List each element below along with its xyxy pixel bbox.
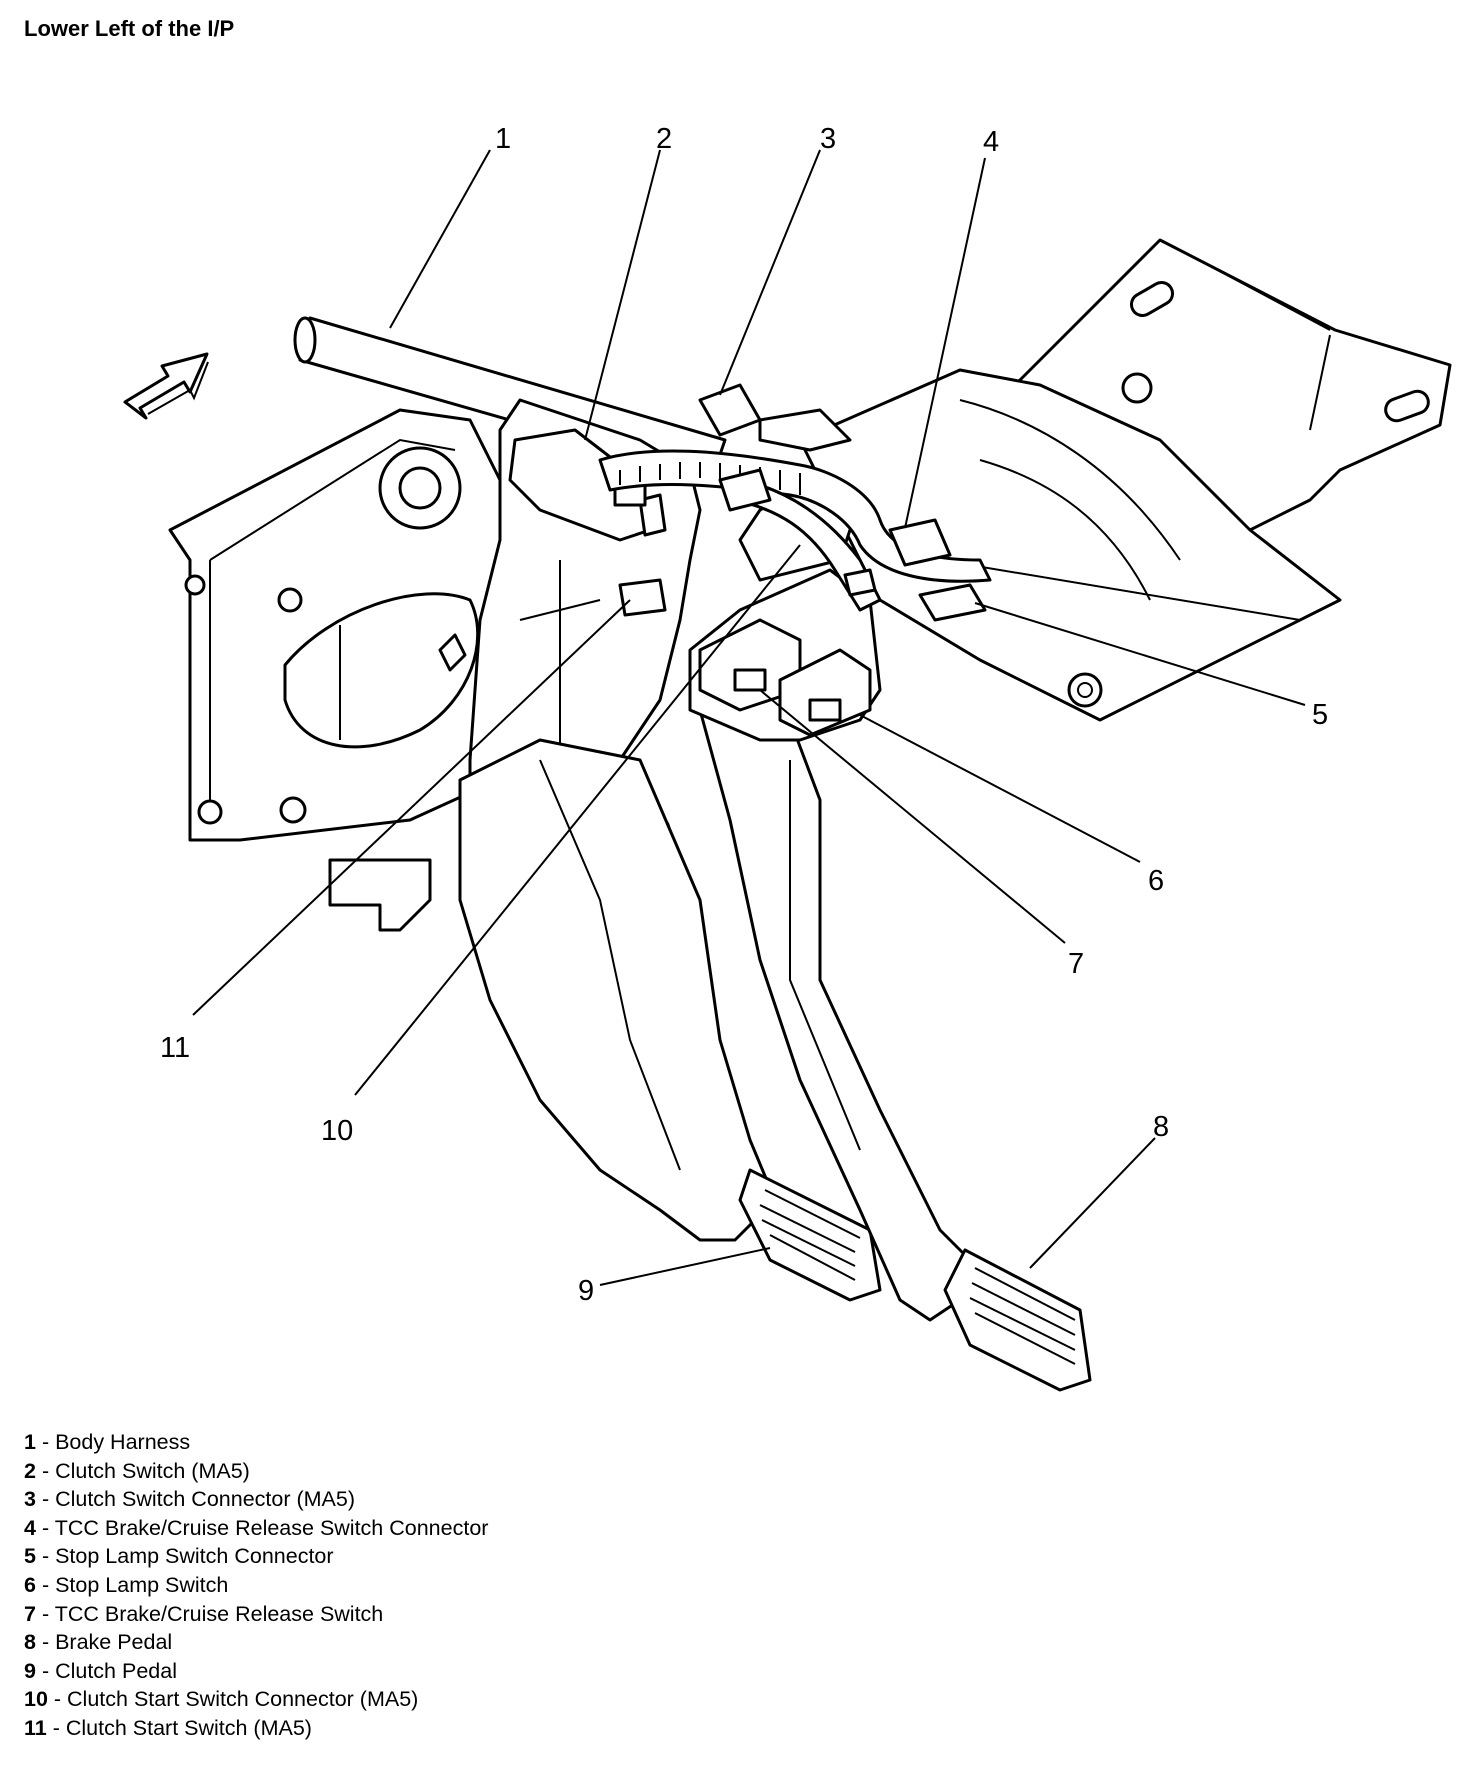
parts-legend: 1 - Body Harness 2 - Clutch Switch (MA5)… bbox=[24, 1428, 488, 1743]
legend-item: 10 - Clutch Start Switch Connector (MA5) bbox=[24, 1687, 419, 1712]
forward-direction-arrow bbox=[123, 352, 209, 420]
callout-8: 8 bbox=[1153, 1111, 1169, 1143]
callout-3: 3 bbox=[820, 123, 836, 155]
legend-item: 8 - Brake Pedal bbox=[24, 1630, 173, 1655]
wiring-harness bbox=[598, 383, 992, 622]
callout-10: 10 bbox=[321, 1115, 353, 1147]
legend-item: 5 - Stop Lamp Switch Connector bbox=[24, 1544, 334, 1569]
legend-item: 2 - Clutch Switch (MA5) bbox=[24, 1458, 250, 1483]
callout-7: 7 bbox=[1068, 948, 1084, 980]
clutch-pedal bbox=[458, 738, 882, 1302]
callout-1: 1 bbox=[495, 123, 511, 155]
pedal-assembly-illustration: 1 2 3 4 5 6 7 8 9 10 11 bbox=[123, 123, 1452, 1392]
legend-item: 4 - TCC Brake/Cruise Release Switch Conn… bbox=[24, 1515, 489, 1540]
brake-pedal bbox=[698, 708, 1092, 1392]
callout-11: 11 bbox=[160, 1032, 190, 1064]
callout-4: 4 bbox=[983, 126, 999, 158]
stop-lamp-connector bbox=[918, 583, 987, 622]
callout-5: 5 bbox=[1312, 699, 1328, 731]
legend-item: 7 - TCC Brake/Cruise Release Switch bbox=[24, 1601, 384, 1626]
clutch-switch-connector bbox=[698, 383, 762, 437]
legend-item: 9 - Clutch Pedal bbox=[24, 1658, 177, 1683]
tcc-connector bbox=[888, 518, 952, 567]
legend-item: 1 - Body Harness bbox=[24, 1430, 191, 1454]
callout-numbers: 1 2 3 4 5 6 7 8 9 10 11 bbox=[160, 123, 1328, 1307]
callout-2: 2 bbox=[656, 123, 672, 155]
legend-item: 6 - Stop Lamp Switch bbox=[24, 1572, 229, 1597]
leader-lines bbox=[192, 149, 1306, 1286]
cross-member bbox=[798, 368, 1342, 722]
legend-item: 11 - Clutch Start Switch (MA5) bbox=[24, 1715, 312, 1740]
callout-9: 9 bbox=[578, 1275, 594, 1307]
stop-lamp-switch bbox=[778, 648, 872, 737]
callout-6: 6 bbox=[1148, 865, 1164, 897]
diagram-title: Lower Left of the I/P bbox=[24, 16, 235, 41]
legend-item: 3 - Clutch Switch Connector (MA5) bbox=[24, 1487, 355, 1512]
mounting-plate bbox=[168, 408, 547, 842]
clutch-start-switch bbox=[618, 578, 667, 617]
